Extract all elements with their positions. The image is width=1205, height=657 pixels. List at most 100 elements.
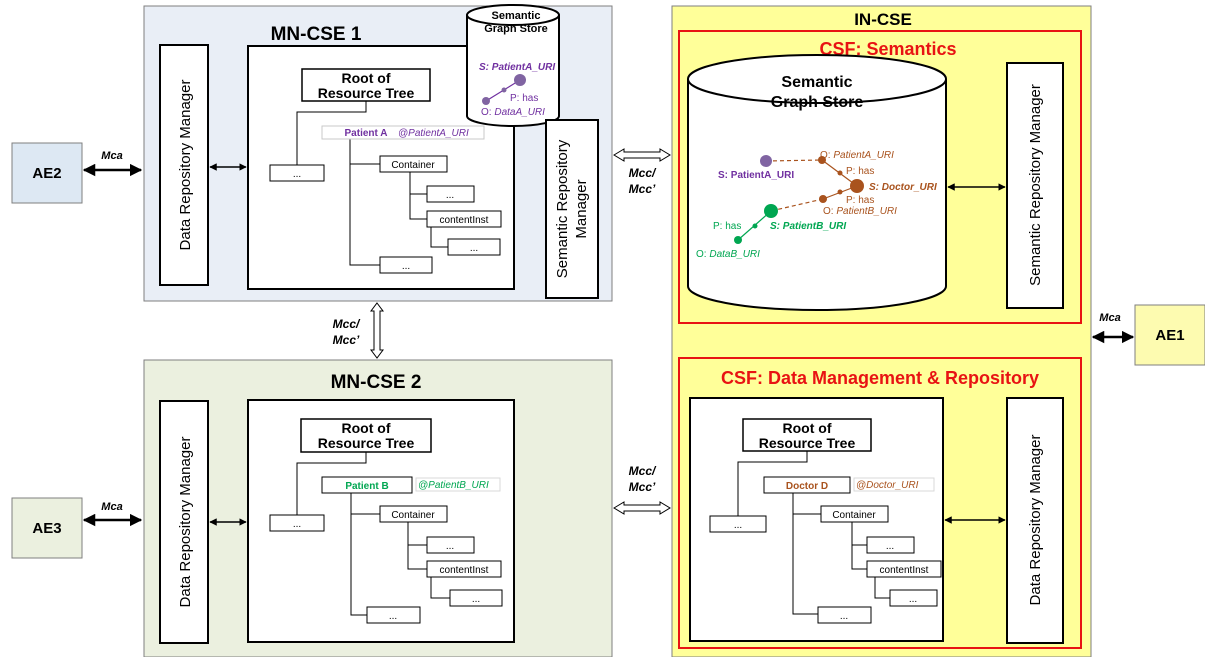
mn1-dots-node-1[interactable]	[269, 164, 325, 182]
svg-text:O: PatientA_URI: O: PatientA_URI	[820, 150, 894, 161]
mcc-label-mn1-mn2-1: Mcc/	[333, 317, 361, 331]
in-doctor-label: Doctor D	[786, 481, 828, 492]
mn1-contentinst-node[interactable]	[426, 210, 502, 228]
mn2-dots-node-1[interactable]	[269, 514, 325, 532]
mn1-subject-label: S: PatientA_URI	[479, 62, 555, 73]
mn1-patient-node[interactable]	[321, 125, 485, 140]
in-contentinst-node[interactable]	[866, 560, 942, 578]
in-srm-label: Semantic Repository Manager	[1027, 84, 1044, 286]
in-p-has-label-3: P: has	[713, 221, 741, 232]
mn1-store-line2: Graph Store	[484, 23, 548, 35]
mn-cse-1-title: MN-CSE 1	[271, 24, 362, 45]
mcc-label-mn2-in-2: Mcc’	[629, 480, 656, 494]
mn1-data-repository-manager[interactable]	[159, 44, 209, 286]
in-has-node-3	[752, 223, 758, 229]
mn1-dots-node-3[interactable]	[447, 238, 501, 256]
in-s-doctor-label: S: Doctor_URI	[869, 182, 937, 193]
in-doctor-subject-node	[850, 179, 864, 193]
in-p-has-label-2: P: has	[846, 195, 874, 206]
in-container-node[interactable]	[820, 505, 889, 523]
mn1-drm-label: Data Repository Manager	[177, 80, 194, 251]
ae3-label: AE3	[32, 520, 61, 537]
in-contentinst-label: contentInst	[880, 565, 929, 576]
in-dots-node-4[interactable]	[817, 606, 872, 624]
mn2-drm-label: Data Repository Manager	[177, 437, 194, 608]
in-doctor-node[interactable]	[763, 476, 851, 494]
mn1-dots-label-1: ...	[293, 169, 301, 180]
mn2-contentinst-node[interactable]	[426, 560, 502, 578]
mn1-container-node[interactable]	[379, 155, 448, 173]
mn2-patient-label: Patient B	[345, 481, 388, 492]
in-cse: IN-CSE CSF: Semantics Semantic Graph Sto…	[671, 5, 1092, 657]
mca-label-ae3: Mca	[101, 501, 122, 513]
mn1-contentinst-label: contentInst	[440, 215, 489, 226]
in-cse-title: IN-CSE	[854, 10, 912, 29]
in-dots-node-2[interactable]	[866, 536, 915, 554]
in-o-dataB-prefix: O:	[696, 249, 709, 260]
svg-text:O: DataA_URI: O: DataA_URI	[481, 107, 545, 118]
mn2-patient-uri: @PatientB_URI	[418, 480, 489, 491]
mcc-label-mn2-in-1: Mcc/	[629, 464, 657, 478]
mn2-root-node[interactable]	[300, 418, 432, 453]
in-semantic-graph-store[interactable]	[687, 54, 947, 311]
mn2-contentinst-label: contentInst	[440, 565, 489, 576]
mn2-dots-node-4[interactable]	[366, 606, 421, 624]
mn2-container-node[interactable]	[379, 505, 448, 523]
in-o-patientB-label: PatientB_URI	[836, 206, 897, 217]
mn1-root-node[interactable]	[301, 68, 431, 102]
ae2[interactable]: AE2	[11, 142, 83, 204]
mn2-data-repository-manager[interactable]	[159, 400, 209, 644]
in-patientA-object-node	[818, 156, 826, 164]
in-o-patientA-label: PatientA_URI	[833, 150, 894, 161]
in-semantic-repository-manager[interactable]	[1006, 62, 1064, 309]
in-patientA-subject-node	[760, 155, 772, 167]
mn-cse-2-title: MN-CSE 2	[331, 372, 422, 393]
mn2-root-line1: Root of	[342, 420, 391, 436]
in-store-line1: Semantic	[781, 74, 852, 91]
mn2-dots-label-2: ...	[446, 541, 454, 552]
ae2-label: AE2	[32, 165, 61, 182]
in-dots-label-4: ...	[840, 611, 848, 622]
mcc-link-mn2-in	[613, 501, 671, 515]
mca-label-ae2: Mca	[101, 150, 122, 162]
in-dots-label-3: ...	[909, 594, 917, 605]
mn2-dots-node-2[interactable]	[426, 536, 475, 554]
in-root-line2: Resource Tree	[759, 435, 856, 451]
mn-cse-2: MN-CSE 2 Data Repository Manager Root of…	[143, 359, 613, 657]
in-dots-node-1[interactable]	[709, 515, 767, 533]
mn2-patient-node[interactable]	[321, 476, 413, 494]
mn1-container-label: Container	[391, 160, 435, 171]
mn2-dots-node-3[interactable]	[449, 589, 503, 607]
mn2-dots-label-1: ...	[293, 519, 301, 530]
mcc-label-mn1-in-2: Mcc’	[629, 182, 656, 196]
mn1-semantic-repository-manager[interactable]	[545, 119, 599, 299]
mn1-dots-node-4[interactable]	[379, 256, 433, 274]
ae1[interactable]: AE1	[1134, 304, 1205, 366]
mn1-store-line1: Semantic	[492, 10, 541, 22]
mn1-dots-node-2[interactable]	[426, 185, 475, 203]
in-o-dataB-label: DataB_URI	[709, 249, 760, 260]
mn1-patient-label: Patient A	[345, 128, 388, 139]
in-data-repository-manager[interactable]	[1006, 397, 1064, 644]
mn1-root-line1: Root of	[342, 70, 391, 86]
in-dataB-object-node	[734, 236, 742, 244]
mn1-dots-label-2: ...	[446, 190, 454, 201]
mn2-dots-label-4: ...	[389, 611, 397, 622]
mn1-srm-line2: Manager	[573, 179, 590, 238]
csf-dmr-title: CSF: Data Management & Repository	[721, 368, 1039, 388]
in-has-node-2	[837, 189, 843, 195]
in-s-patientB-label: S: PatientB_URI	[770, 221, 846, 232]
in-dots-node-3[interactable]	[889, 589, 938, 607]
in-s-patientA-label: S: PatientA_URI	[718, 170, 794, 181]
ae3[interactable]: AE3	[11, 497, 83, 559]
mn1-patient-uri: @PatientA_URI	[398, 128, 469, 139]
ae1-label: AE1	[1155, 327, 1184, 344]
in-root-node[interactable]	[742, 418, 872, 452]
mcc-link-mn1-mn2	[370, 302, 384, 359]
in-store-line2: Graph Store	[771, 94, 864, 111]
in-has-node-1	[837, 170, 843, 176]
mn1-srm-line1: Semantic Repository	[554, 139, 571, 278]
svg-text:O: DataB_URI: O: DataB_URI	[696, 249, 760, 260]
in-drm-label: Data Repository Manager	[1027, 435, 1044, 606]
